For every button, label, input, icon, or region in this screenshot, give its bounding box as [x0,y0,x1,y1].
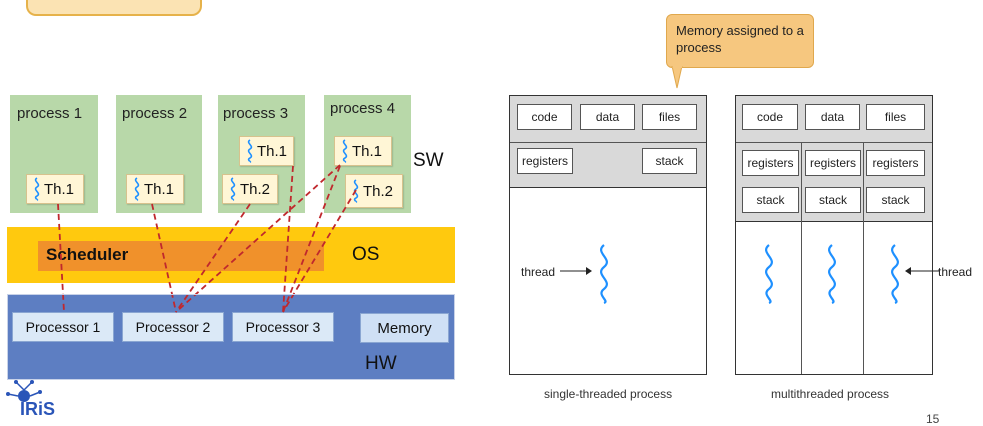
memory-callout: Memory assigned to a process [666,14,814,68]
line-p4t1-cpu2 [175,164,341,313]
top-note-box [26,0,202,16]
process-3-thread-1: Th.1 [239,136,294,166]
multi-registers-cell-1: registers [742,150,799,176]
thread-label: Th.2 [240,180,271,198]
single-code-cell: code [517,104,572,130]
multi-column-divider-1 [801,142,802,374]
multi-files-cell: files [866,104,925,130]
scheduler-label: Scheduler [46,245,129,264]
single-divider [510,142,706,143]
process-4-title: process 4 [330,100,396,117]
thread-label: Th.2 [363,182,394,200]
multi-registers-cell-3: registers [866,150,925,176]
thread-squiggle-icon [134,177,140,201]
callout-pointer [671,66,683,89]
processor-2: Processor 2 [122,312,224,342]
thread-squiggle-icon [247,139,253,163]
multi-registers-cell-2: registers [805,150,861,176]
sw-label: SW [413,150,444,171]
process-3-title: process 3 [223,105,289,122]
hw-label: HW [365,353,397,374]
hw-band-border [7,294,455,380]
multi-thread-icon-3 [891,244,939,305]
thread-squiggle-icon [342,139,348,163]
single-data-cell: data [580,104,635,130]
iris-logo-icon [6,380,42,402]
single-stack-cell: stack [642,148,697,174]
thread-squiggle-icon [353,179,359,203]
single-thread-label: thread [521,265,556,279]
multi-caption: multithreaded process [771,387,890,401]
process-2-thread-1: Th.1 [126,174,184,204]
thread-label: Th.1 [257,142,288,160]
page-number: 15 [926,412,940,426]
multi-thread-label: thread [938,265,973,279]
logo-text: IRiS [20,399,56,419]
scheduler-bar: Scheduler [38,241,324,271]
line-p3t2-cpu2 [175,203,251,313]
processor-3: Processor 3 [232,312,334,342]
process-1-title: process 1 [17,105,83,122]
os-label: OS [352,244,380,265]
process-1-thread-1: Th.1 [26,174,84,204]
memory-box: Memory [360,313,449,343]
line-p3t1-cpu3 [282,165,294,313]
single-files-cell: files [642,104,697,130]
single-caption: single-threaded process [544,387,673,401]
memory-callout-text: Memory assigned to a process [676,23,804,55]
process-4-thread-1: Th.1 [334,136,392,166]
scheduling-lines [57,164,357,313]
line-p4t1-cpu3 [282,165,341,313]
thread-squiggle-icon [230,177,236,201]
multi-column-divider-2 [863,142,864,374]
thread-squiggle-icon [34,177,40,201]
multi-stack-cell-2: stack [805,187,861,213]
multi-data-cell: data [805,104,860,130]
single-thread-icon [560,244,608,305]
multi-thread-icon-2 [828,244,836,305]
multi-thread-icon-1 [765,244,773,305]
process-3-thread-2: Th.2 [222,174,278,204]
thread-label: Th.1 [144,180,175,198]
multi-stack-cell-3: stack [866,187,925,213]
multi-code-cell: code [742,104,798,130]
multi-stack-cell-1: stack [742,187,799,213]
thread-label: Th.1 [352,142,383,160]
processor-1: Processor 1 [12,312,114,342]
process-2-title: process 2 [122,105,188,122]
multi-divider [736,142,932,143]
line-p4t2-cpu3 [282,189,357,313]
thread-label: Th.1 [44,180,75,198]
single-registers-cell: registers [517,148,573,174]
